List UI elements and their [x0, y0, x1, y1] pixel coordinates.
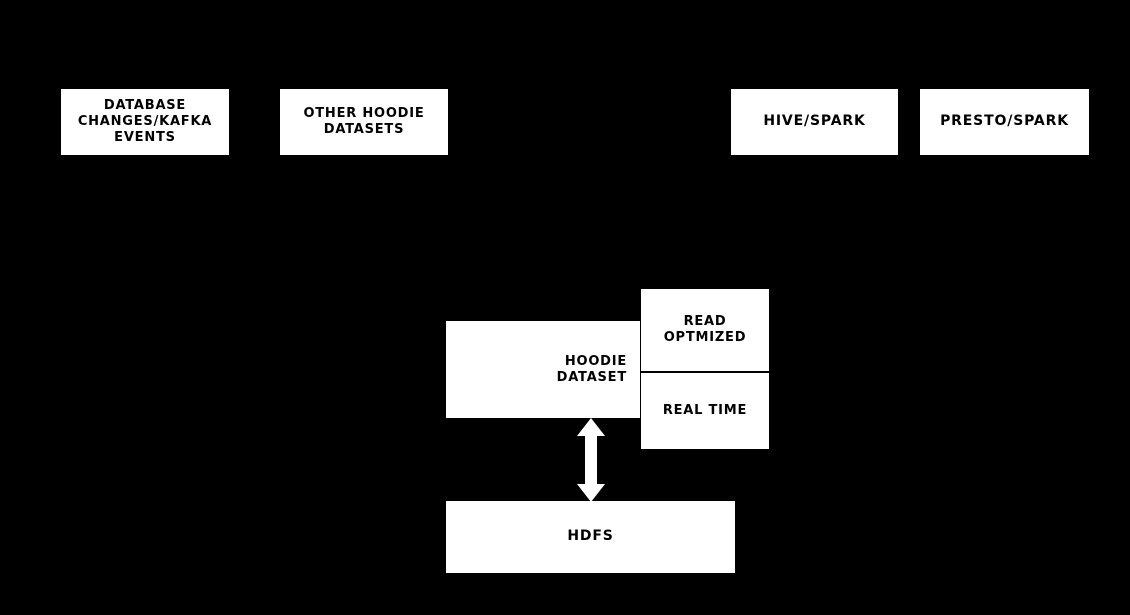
node-real-time-view[interactable]: Real Time [641, 373, 769, 449]
node-hdfs[interactable]: HDFS [446, 501, 735, 573]
node-other-hoodie-datasets[interactable]: Other Hoodie Datasets [280, 89, 448, 155]
node-presto-spark[interactable]: Presto/Spark [920, 89, 1089, 155]
node-database-changes-kafka-events[interactable]: Database Changes/Kafka Events [61, 89, 229, 155]
node-hoodie-dataset[interactable]: Hoodie Dataset [446, 321, 640, 418]
node-read-optimized-view[interactable]: Read Optmized [641, 289, 769, 371]
double-headed-arrow-icon [577, 418, 605, 502]
node-hive-spark[interactable]: Hive/Spark [731, 89, 898, 155]
